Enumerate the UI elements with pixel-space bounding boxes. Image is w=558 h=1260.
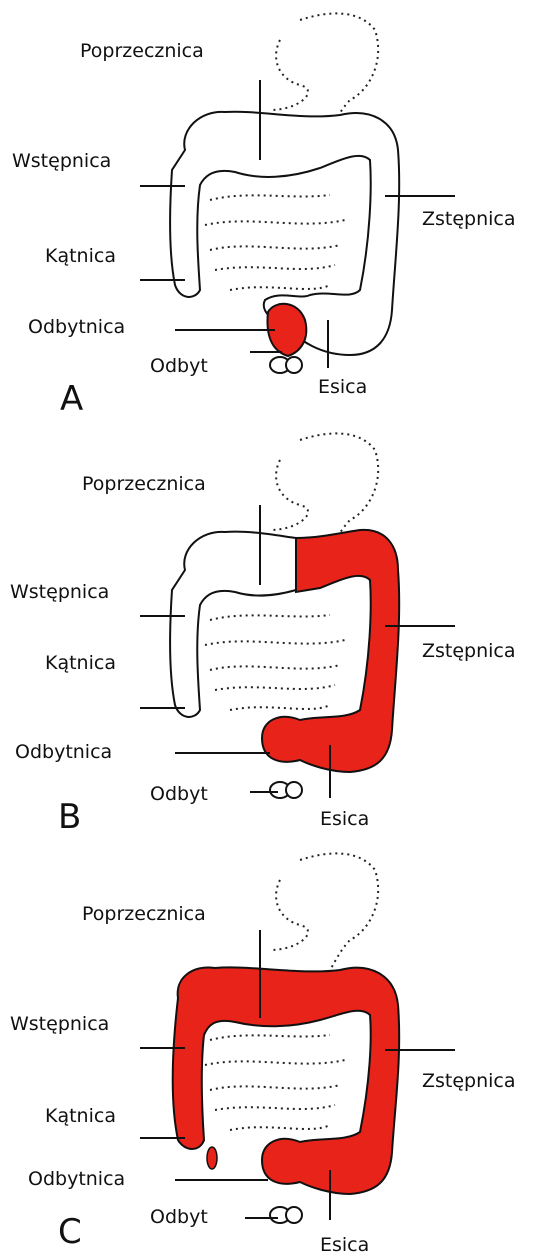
panel-letter: A [60, 382, 83, 416]
label-cecum: Kątnica [45, 1107, 116, 1126]
panel-letter: C [58, 1215, 82, 1249]
label-transverse: Poprzecznica [82, 905, 206, 924]
label-descending: Zstępnica [422, 642, 516, 661]
label-transverse: Poprzecznica [82, 475, 206, 494]
label-rectum: Odbytnica [28, 318, 125, 337]
panel-a: Poprzecznica Wstępnica Zstępnica Kątnica… [0, 0, 558, 420]
label-descending: Zstępnica [422, 210, 516, 229]
label-anus: Odbyt [150, 785, 208, 804]
label-rectum: Odbytnica [15, 743, 112, 762]
label-cecum: Kątnica [45, 654, 116, 673]
panel-c: Poprzecznica Wstępnica Zstępnica Kątnica… [0, 840, 558, 1260]
label-rectum: Odbytnica [28, 1170, 125, 1189]
label-cecum: Kątnica [45, 247, 116, 266]
colon-outline [170, 532, 296, 717]
label-sigmoid: Esica [318, 378, 367, 397]
label-sigmoid: Esica [320, 810, 369, 829]
label-descending: Zstępnica [422, 1072, 516, 1091]
label-ascending: Wstępnica [10, 1015, 109, 1034]
small-intestine-dotted [205, 195, 345, 290]
panel-b: Poprzecznica Wstępnica Zstępnica Kątnica… [0, 420, 558, 840]
label-transverse: Poprzecznica [80, 42, 204, 61]
label-ascending: Wstępnica [10, 583, 109, 602]
label-anus: Odbyt [150, 1208, 208, 1227]
label-sigmoid: Esica [320, 1236, 369, 1255]
label-anus: Odbyt [150, 357, 208, 376]
appendix-shape [207, 1147, 217, 1169]
panel-letter: B [58, 800, 81, 834]
label-ascending: Wstępnica [12, 152, 111, 171]
